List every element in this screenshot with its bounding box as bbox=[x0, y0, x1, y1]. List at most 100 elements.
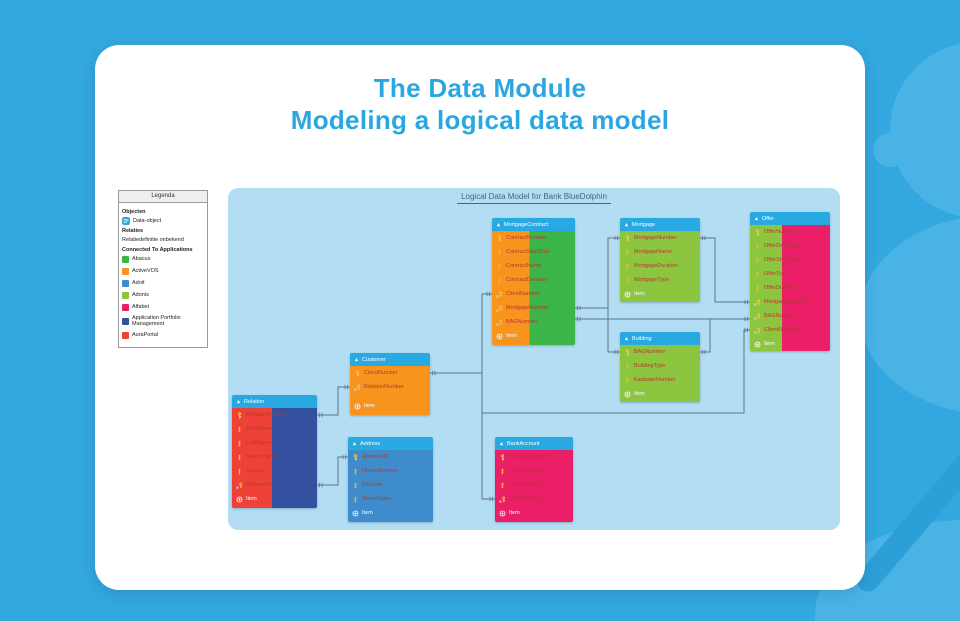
add-item-icon bbox=[624, 391, 631, 397]
attribute-label: FirstName bbox=[246, 426, 272, 432]
entity-arrow-icon bbox=[624, 336, 629, 341]
attribute-row: BAGNumber bbox=[620, 345, 700, 359]
item-row: Item bbox=[492, 329, 575, 343]
attribute-row: MortgageType bbox=[620, 273, 700, 287]
title-line-2: Modeling a logical data model bbox=[290, 105, 670, 135]
add-item-icon bbox=[624, 291, 631, 297]
attribute-label: Date of Birth bbox=[246, 454, 277, 460]
column-icon bbox=[626, 363, 629, 369]
attribute-label: AccountType bbox=[509, 482, 541, 488]
diagram-panel: Logical Data Model for Bank BlueDolphin … bbox=[228, 188, 840, 530]
legend-app-label: ActiveVOS bbox=[132, 268, 159, 274]
attribute-label: OfferType bbox=[764, 271, 789, 277]
title-line-1: The Data Module bbox=[373, 73, 587, 103]
attribute-row: StreetName bbox=[348, 492, 433, 506]
legend-item-relation-def: Relatiedefinitie onbekend bbox=[122, 237, 184, 243]
column-icon bbox=[354, 468, 357, 474]
column-icon bbox=[238, 454, 241, 460]
item-label: Item bbox=[634, 391, 645, 397]
attribute-label: OfferDuration bbox=[764, 285, 797, 291]
attribute-row: OfferDuration bbox=[750, 281, 830, 295]
entity-title: BankAccount bbox=[507, 440, 540, 447]
attribute-label: MortgageNumber bbox=[634, 235, 677, 241]
attribute-row: ClientNumber bbox=[495, 492, 573, 506]
attribute-row: MortgageName bbox=[620, 245, 700, 259]
legend-app-abacus: Abacus bbox=[122, 255, 204, 263]
column-icon bbox=[238, 440, 241, 446]
item-label: Item bbox=[362, 510, 373, 516]
item-label: Item bbox=[364, 403, 375, 409]
foreign-key-icon bbox=[496, 305, 503, 312]
attribute-row: ClientNumber bbox=[350, 366, 430, 380]
column-icon bbox=[626, 249, 629, 255]
attribute-label: MortgageDuration bbox=[634, 263, 679, 269]
foreign-key-icon bbox=[754, 299, 761, 306]
column-icon bbox=[501, 468, 504, 474]
attribute-row: AddressID bbox=[232, 478, 317, 492]
item-label: Item bbox=[509, 510, 520, 516]
connector-line bbox=[317, 456, 348, 486]
attribute-label: BAGNumber bbox=[506, 319, 538, 325]
entity-arrow-icon bbox=[354, 357, 359, 362]
foreign-key-icon bbox=[754, 327, 761, 334]
primary-key-icon bbox=[353, 453, 358, 461]
entity-arrow-icon bbox=[499, 441, 504, 446]
attribute-label: MortgageNumber bbox=[764, 299, 807, 305]
attribute-label: BuildingType bbox=[634, 363, 666, 369]
attribute-row: ContractDuration bbox=[492, 273, 575, 287]
attribute-row: AccountType bbox=[495, 478, 573, 492]
add-item-icon bbox=[354, 403, 361, 409]
column-icon bbox=[756, 285, 759, 291]
attribute-label: ClientNumber bbox=[509, 496, 543, 502]
slide-card: The Data Module Modeling a logical data … bbox=[95, 45, 865, 590]
item-row: Item bbox=[495, 506, 573, 520]
connector-line bbox=[317, 386, 350, 416]
column-icon bbox=[756, 257, 759, 263]
column-icon bbox=[238, 468, 241, 474]
legend-app-adoit: Adoit bbox=[122, 279, 204, 287]
connector-line bbox=[700, 237, 750, 303]
connector-line bbox=[482, 329, 750, 414]
legend-app-activevos: ActiveVOS bbox=[122, 267, 204, 275]
attribute-row: Date of Birth bbox=[232, 450, 317, 464]
column-icon bbox=[238, 426, 241, 432]
item-label: Item bbox=[764, 341, 775, 347]
entity-title: Address bbox=[360, 440, 381, 447]
legend-section-objects: Objecten bbox=[122, 209, 146, 215]
connector-line bbox=[700, 319, 711, 353]
item-row: Item bbox=[620, 287, 700, 301]
relationship-connectors bbox=[317, 235, 750, 502]
entity-header: Building bbox=[620, 332, 700, 345]
column-icon bbox=[498, 263, 501, 269]
attribute-row: HouseNumber bbox=[348, 464, 433, 478]
legend-app-label: Application Portfolio Management bbox=[132, 315, 181, 327]
attribute-label: OfferDescription bbox=[764, 243, 804, 249]
attribute-row: LastName bbox=[232, 436, 317, 450]
attribute-label: ContractStartDate bbox=[506, 249, 551, 255]
column-icon bbox=[498, 277, 501, 283]
primary-key-icon bbox=[755, 228, 760, 236]
attribute-label: MortgageType bbox=[634, 277, 670, 283]
attribute-label: BAGNumber bbox=[634, 349, 666, 355]
item-row: Item bbox=[348, 506, 433, 520]
item-label: Item bbox=[246, 496, 257, 502]
attribute-row: OfferNumber bbox=[750, 225, 830, 239]
attribute-row: FirstName bbox=[232, 422, 317, 436]
attribute-row: ContractNumber bbox=[492, 231, 575, 245]
attribute-label: AccountNumber bbox=[509, 454, 549, 460]
attribute-label: HouseNumber bbox=[362, 468, 398, 474]
foreign-key-icon bbox=[754, 313, 761, 320]
attribute-label: OfferStartDate bbox=[764, 257, 800, 263]
attribute-row: ContractStartDate bbox=[492, 245, 575, 259]
